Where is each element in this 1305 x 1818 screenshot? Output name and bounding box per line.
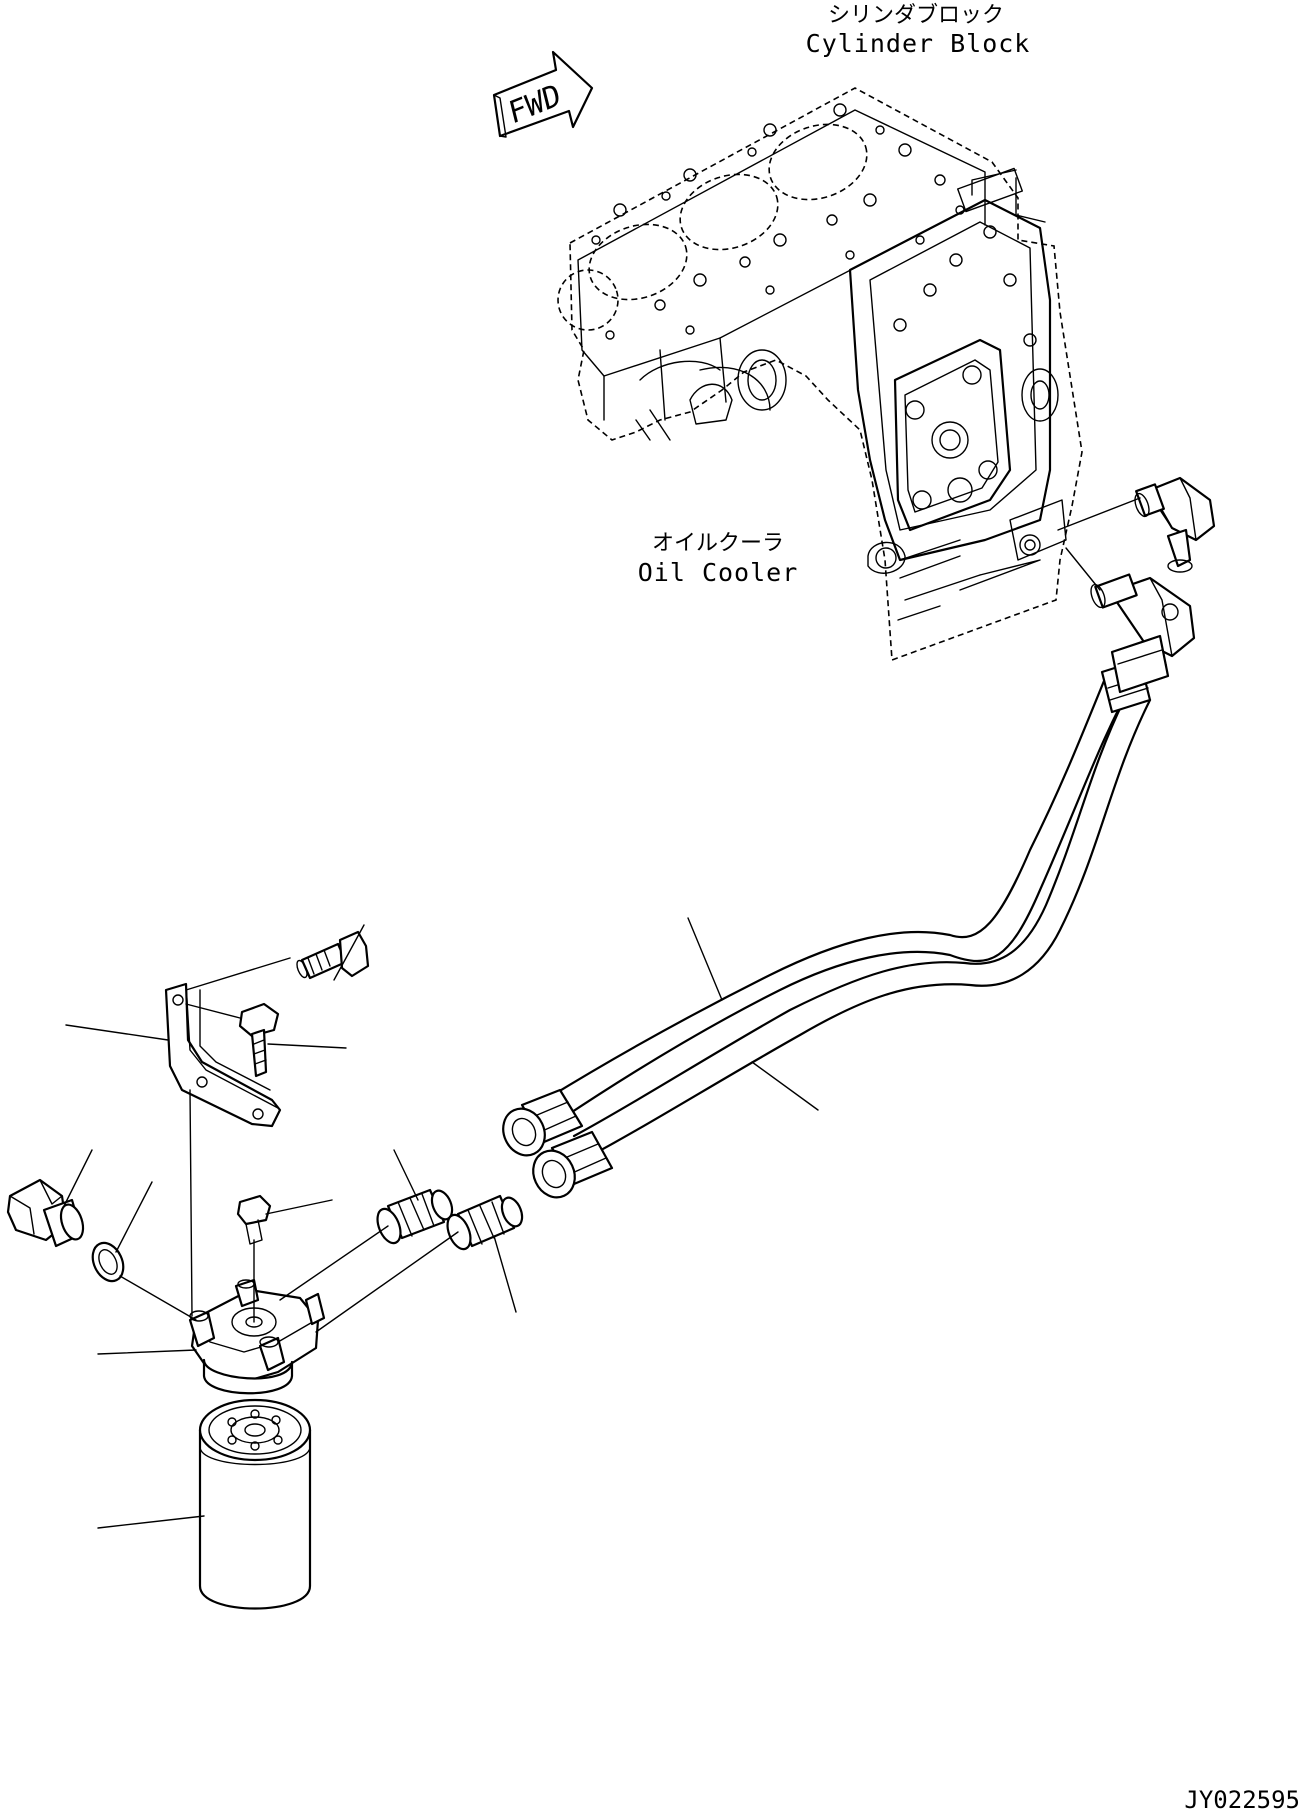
cylinder-block-label-ja: シリンダブロック: [828, 3, 1004, 28]
upper-elbow-connector: [1057, 476, 1216, 573]
fwd-arrow-icon: FWD: [492, 50, 594, 138]
adapter-nipple-2: [446, 1194, 524, 1251]
adapter-nipple-1: [376, 1188, 454, 1245]
cylinder-block: [557, 87, 1083, 662]
filter-head: [188, 1278, 326, 1395]
oil-cooler-label-en: Oil Cooler: [638, 558, 799, 587]
cylinder-block-label-en: Cylinder Block: [806, 29, 1031, 58]
small-bolt: [236, 1194, 272, 1245]
assembly-lines: [119, 957, 459, 1333]
o-ring: [91, 1241, 125, 1283]
flange-bolt-1: [296, 930, 370, 980]
leader-lines: [61, 917, 819, 1529]
drawing-code: JY022595: [1184, 1786, 1300, 1814]
plug: [6, 1178, 85, 1248]
oil-cooler-hoses: [502, 634, 1170, 1199]
oil-filter-cartridge: [198, 1398, 312, 1610]
filter-bracket: [164, 982, 282, 1128]
flange-bolt-2: [238, 1002, 280, 1078]
oil-cooler-label-ja: オイルクーラ: [652, 531, 784, 556]
